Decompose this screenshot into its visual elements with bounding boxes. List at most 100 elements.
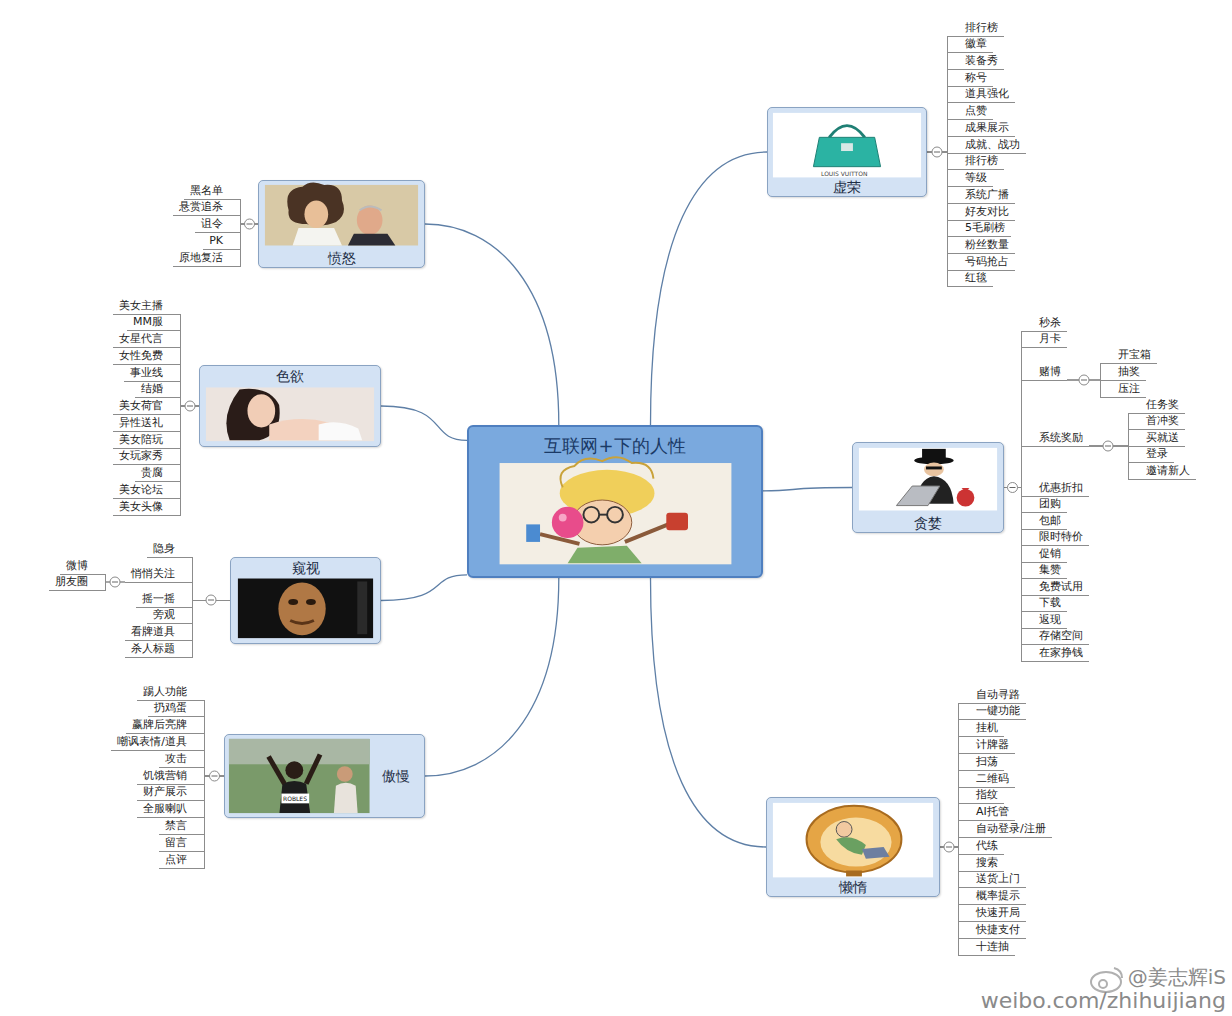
- leaf-topic: 女性免费: [113, 349, 181, 365]
- leaf-label: 道具强化: [965, 87, 1009, 101]
- leaf-topic: 搜索: [958, 856, 1004, 872]
- leaf-label: 包邮: [1039, 514, 1061, 528]
- leaf-label: 美女论坛: [119, 483, 163, 497]
- leaf-label: 美女荷官: [119, 399, 163, 413]
- leaf-label: 赢牌后亮牌: [132, 718, 187, 732]
- leaf-topic: 限时特价: [1021, 530, 1089, 546]
- graphic-part: [288, 599, 298, 605]
- leaf-label: 排行榜: [965, 154, 998, 168]
- leaf-topic: 嘲讽表情/道具: [111, 735, 205, 751]
- leaf-topic: 红毯: [947, 271, 993, 287]
- graphic-part: [926, 466, 942, 469]
- graphic-part: [820, 818, 891, 867]
- leaf-connector: [193, 601, 231, 658]
- graphic-part: [924, 463, 944, 477]
- leaf-label: 悄悄关注: [131, 567, 175, 581]
- graphic-part: [807, 806, 902, 873]
- leaf-label: 送货上门: [976, 872, 1020, 886]
- graphic-part: [859, 448, 997, 511]
- graphic-part: [110, 577, 120, 587]
- leaf-topic: MM服: [127, 315, 181, 331]
- leaf-topic: 优惠折扣: [1021, 481, 1089, 497]
- leaf-topic: 称号: [947, 71, 993, 87]
- graphic-part: [1099, 980, 1107, 988]
- leaf-topic: 在家挣钱: [1021, 646, 1089, 662]
- branch-topic-box: 贪婪: [852, 442, 1004, 533]
- leaf-connector: [181, 314, 200, 406]
- branch-label: 愤怒: [328, 250, 356, 266]
- leaf-label: 自动登录/注册: [976, 822, 1046, 836]
- leaf-connector: [940, 847, 959, 938]
- branch-connector: [651, 578, 767, 847]
- leaf-label: 免费试用: [1039, 580, 1083, 594]
- graphic-part: [1105, 446, 1111, 447]
- leaf-topic: 登录: [1128, 447, 1174, 463]
- branch-topic-box: 傲慢: [224, 734, 425, 818]
- leaf-topic: 成果展示: [947, 121, 1015, 137]
- leaf-topic: 攻击: [159, 752, 205, 768]
- leaf-topic: 女玩家秀: [113, 449, 181, 465]
- leaf-topic: 旁观: [147, 608, 193, 624]
- leaf-label: 买就送: [1146, 431, 1179, 445]
- leaf-topic: 开宝箱: [1100, 348, 1157, 364]
- graphic-part: [187, 406, 193, 407]
- leaf-connector: [181, 406, 200, 515]
- leaf-label: 在家挣钱: [1039, 646, 1083, 660]
- leaf-connector: [927, 36, 948, 152]
- leaf-topic: 女星代言: [113, 332, 181, 348]
- leaf-topic: 成就、战功: [947, 138, 1026, 154]
- leaf-connector: [181, 348, 200, 407]
- graphic-part: [1010, 487, 1016, 488]
- leaf-label: 团购: [1039, 497, 1061, 511]
- leaf-topic: 概率提示: [958, 889, 1026, 905]
- graphic-part: [279, 781, 310, 813]
- leaf-label: 抽奖: [1118, 365, 1140, 379]
- graphic-part: [319, 422, 363, 440]
- graphic-part: [773, 113, 921, 178]
- graphic-part: [813, 137, 880, 166]
- leaf-connector: [1004, 488, 1022, 662]
- watermark: weibo.com/zhihuijiang: [981, 989, 1226, 1013]
- leaf-connector: [181, 331, 200, 406]
- leaf-connector: [1004, 488, 1022, 645]
- leaf-label: 号码抢占: [965, 255, 1009, 269]
- leaf-topic: 排行榜: [947, 21, 1004, 37]
- leaf-topic: 团购: [1021, 497, 1067, 513]
- leaf-topic: 存储空间: [1021, 629, 1089, 645]
- branch-topic-box: 色欲: [199, 365, 381, 447]
- leaf-label: 二维码: [976, 772, 1009, 786]
- leaf-topic: 点评: [159, 853, 205, 869]
- graphic-part: [285, 761, 303, 779]
- graphic-part: [208, 600, 214, 601]
- leaf-label: 原地复活: [179, 251, 223, 265]
- leaf-connector: [927, 152, 948, 237]
- leaf-topic: 快捷支付: [958, 923, 1026, 939]
- graphic-part: [247, 224, 253, 225]
- leaf-label: AI托管: [976, 805, 1009, 819]
- leaf-topic: 微博: [60, 559, 106, 575]
- leaf-label: 黑名单: [190, 184, 223, 198]
- leaf-connector: [1004, 488, 1022, 563]
- leaf-label: 秒杀: [1039, 316, 1061, 330]
- leaf-label: 排行榜: [965, 21, 998, 35]
- leaf-label: 粉丝数量: [965, 238, 1009, 252]
- graphic-part: [625, 524, 668, 542]
- leaf-connector: [1004, 347, 1022, 488]
- leaf-topic: PK: [203, 234, 241, 250]
- graphic-part: [946, 847, 952, 848]
- branch-label: 色欲: [276, 368, 304, 384]
- leaf-label: 踢人功能: [143, 685, 187, 699]
- leaf-topic: 禁言: [159, 819, 205, 835]
- leaf-label: 邀请新人: [1146, 464, 1190, 478]
- leaf-connector: [193, 601, 231, 641]
- leaf-connector: [927, 152, 948, 203]
- graphic-part: [278, 582, 325, 635]
- graphic-part: [836, 837, 866, 855]
- leaf-topic: 悄悄关注: [125, 567, 193, 583]
- leaf-topic: 下载: [1021, 596, 1067, 612]
- graphic-part: [500, 463, 732, 564]
- leaf-label: 女性免费: [119, 349, 163, 363]
- central-title: 互联网+下的人性: [544, 435, 685, 457]
